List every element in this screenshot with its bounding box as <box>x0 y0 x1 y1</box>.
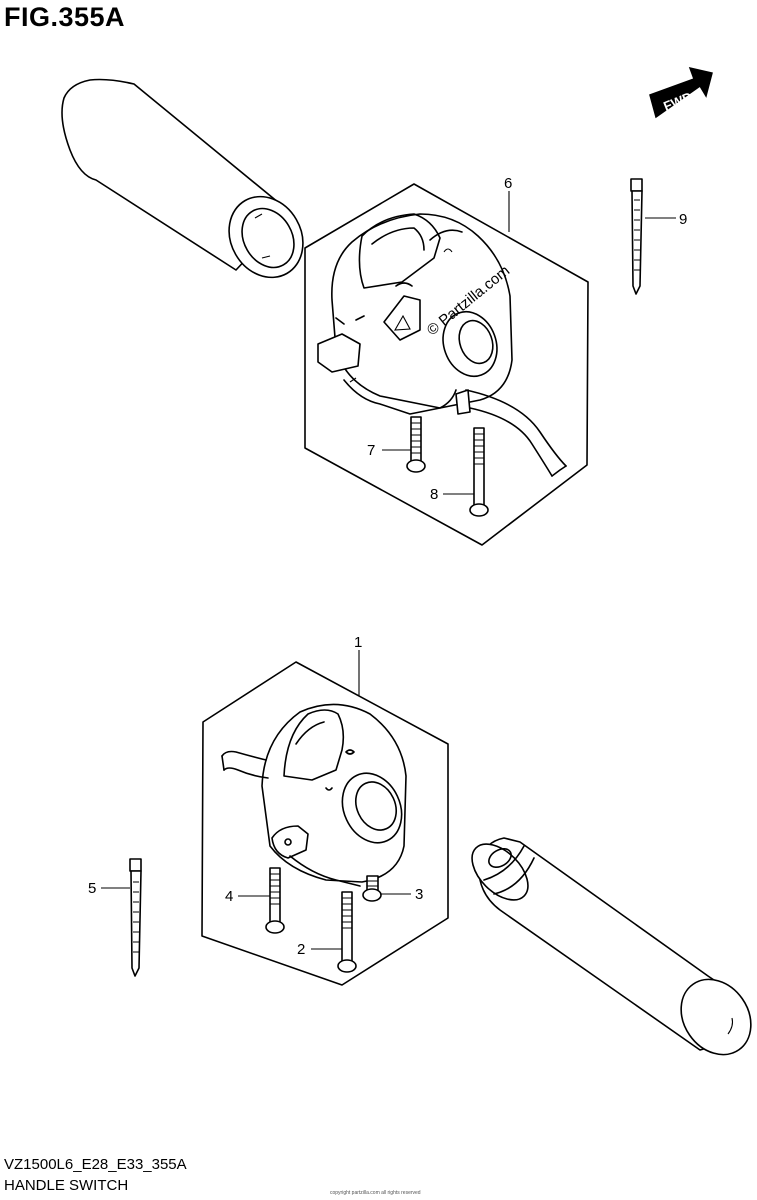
callout-6: 6 <box>504 175 512 192</box>
switch-cable-upper <box>455 389 567 477</box>
screw-3 <box>362 875 382 902</box>
callout-labels: 6 9 7 8 1 5 4 3 2 <box>88 175 687 958</box>
fwd-arrow-icon: FWD <box>649 66 713 119</box>
figure-model-code: VZ1500L6_E28_E33_355A <box>4 1156 187 1173</box>
screw-4 <box>265 867 285 934</box>
right-grip-lower <box>471 837 752 1056</box>
figure-title: FIG.355A <box>4 2 126 32</box>
leader-lines <box>101 191 676 950</box>
assembly-frame-lower <box>201 661 449 986</box>
screw-2 <box>337 891 357 973</box>
screw-7 <box>406 416 426 473</box>
cable-tie-9 <box>630 178 643 295</box>
left-handle-switch <box>317 213 513 415</box>
left-grip-upper <box>61 78 304 279</box>
callout-8: 8 <box>430 486 438 503</box>
callout-3: 3 <box>415 886 423 903</box>
callout-9: 9 <box>679 211 687 228</box>
callout-4: 4 <box>225 888 233 905</box>
callout-1: 1 <box>354 634 362 651</box>
assembly-frame-upper <box>304 183 589 546</box>
callout-2: 2 <box>297 941 305 958</box>
switch-cable-lower <box>221 750 269 779</box>
callout-7: 7 <box>367 442 375 459</box>
copyright-fine-print: copyright partzilla.com all rights reser… <box>330 1190 421 1196</box>
figure-description: HANDLE SWITCH <box>4 1177 129 1194</box>
cable-tie-5 <box>129 858 142 977</box>
screw-8 <box>469 427 489 517</box>
callout-5: 5 <box>88 880 96 897</box>
right-handle-switch <box>261 703 407 887</box>
